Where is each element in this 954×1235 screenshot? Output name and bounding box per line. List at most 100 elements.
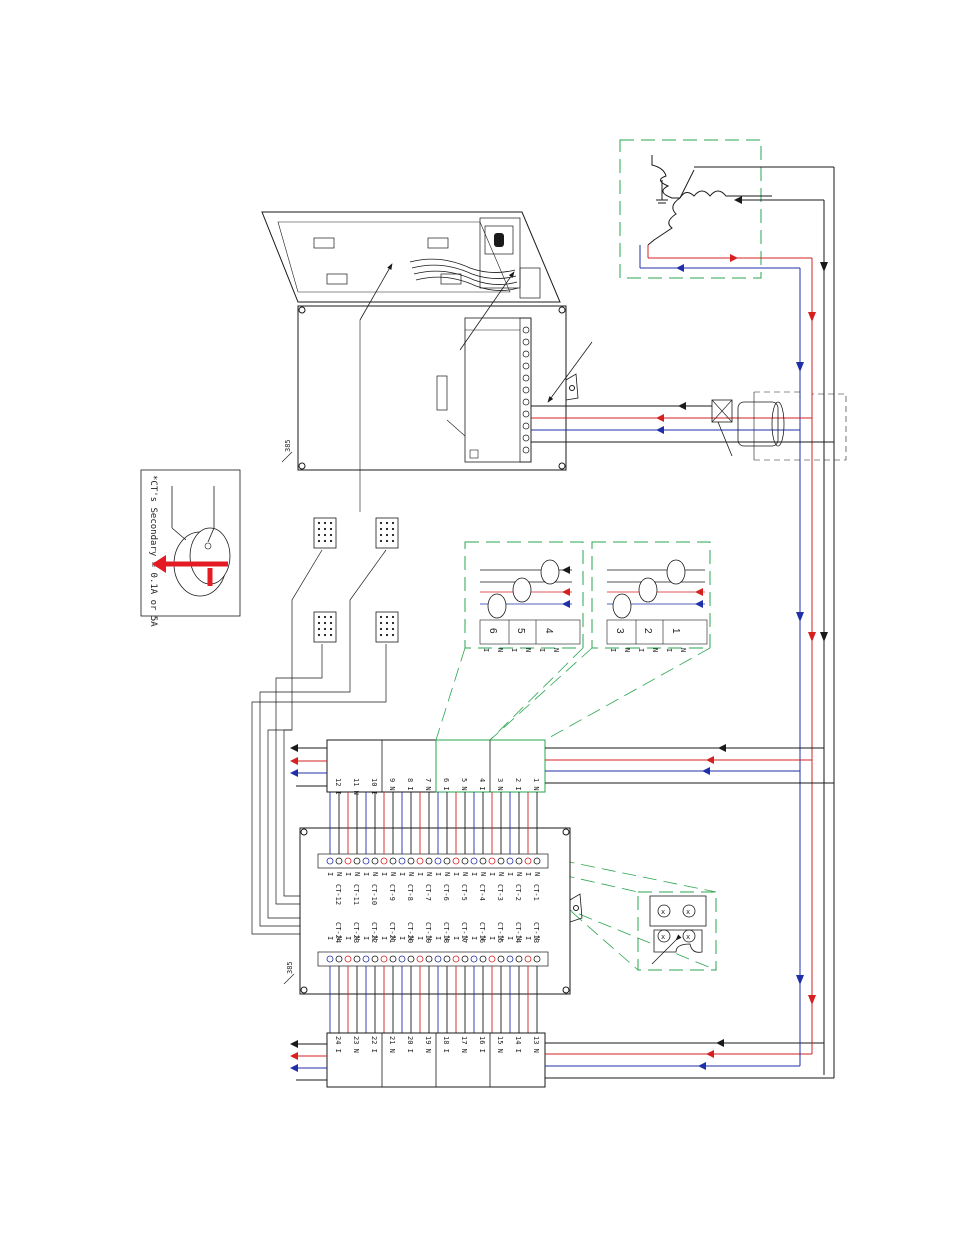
screw-terminal: [522, 410, 530, 418]
screw-terminal: [522, 362, 530, 370]
connector-pin: [385, 615, 389, 619]
board-ct-label: CT-13: [532, 922, 540, 943]
board-screw: [353, 857, 361, 865]
board-ct-label: CT-16: [478, 922, 486, 943]
terminal-marker: N: [407, 872, 415, 876]
svg-text:x: x: [686, 908, 690, 916]
terminal-marker: I: [416, 936, 424, 940]
board-ct-label: CT-20: [406, 922, 414, 943]
ct-terminal-label: N: [552, 648, 560, 652]
terminal-marker: N: [533, 872, 541, 876]
board-screw: [515, 955, 523, 963]
block-terminal-label: 15 N: [496, 1036, 504, 1053]
connector-pin: [317, 539, 321, 543]
terminal-marker: I: [524, 872, 532, 876]
ct-terminal-label: I: [538, 648, 546, 652]
connector-detail: x x x x: [637, 891, 717, 971]
terminal-marker: I: [488, 936, 496, 940]
svg-text:x: x: [661, 933, 665, 941]
terminal-marker: I: [326, 872, 334, 876]
block-terminal-label: 9 N: [388, 778, 396, 791]
board-screw: [461, 857, 469, 865]
ct-note-box: *CT's Secondary = 0.1A or 5A: [140, 469, 241, 627]
connector-pin: [391, 633, 395, 637]
connector-pin: [329, 627, 333, 631]
block-terminal-label: 19 N: [424, 1036, 432, 1053]
board-ct-label: CT-10: [370, 884, 378, 905]
board-screw: [488, 955, 496, 963]
terminal-marker: N: [479, 936, 487, 940]
terminal-board-label: 385: [286, 961, 294, 974]
board-screw: [398, 955, 406, 963]
board-screw: [461, 955, 469, 963]
board-screw: [389, 955, 397, 963]
board-screw: [326, 857, 334, 865]
connector-pin: [385, 527, 389, 531]
connector-pin: [323, 633, 327, 637]
ribbon-connectors: [251, 517, 399, 935]
board-screw: [479, 857, 487, 865]
terminal-marker: N: [425, 872, 433, 876]
block-terminal-label: 22 I: [370, 1036, 378, 1053]
terminal-marker: I: [452, 872, 460, 876]
connector-pin: [391, 521, 395, 525]
connector-pin: [317, 527, 321, 531]
screw-terminal: [522, 326, 530, 334]
block-terminal-label: 7 N: [424, 778, 432, 791]
terminal-marker: N: [353, 872, 361, 876]
connector-pin: [379, 533, 383, 537]
board-screw: [326, 955, 334, 963]
board-screw: [371, 955, 379, 963]
board-ct-label: CT-1: [532, 884, 540, 901]
board-screw: [506, 857, 514, 865]
board-screw: [362, 857, 370, 865]
block-terminal-label: 4 I: [478, 778, 486, 791]
connector-pin: [379, 539, 383, 543]
terminal-marker: N: [533, 936, 541, 940]
board-screw: [380, 857, 388, 865]
connector-pin: [391, 527, 395, 531]
board-screw: [497, 955, 505, 963]
board-screw: [443, 955, 451, 963]
terminal-marker: I: [452, 936, 460, 940]
connector-pin: [317, 521, 321, 525]
terminal-marker: N: [461, 936, 469, 940]
board-ct-label: CT-11: [352, 884, 360, 905]
terminal-marker: N: [461, 872, 469, 876]
terminal-marker: N: [353, 936, 361, 940]
board-screw: [389, 857, 397, 865]
board-ct-label: CT-9: [388, 884, 396, 901]
terminal-marker: I: [380, 936, 388, 940]
terminal-marker: I: [416, 872, 424, 876]
board-ct-label: CT-17: [460, 922, 468, 943]
terminal-marker: N: [335, 872, 343, 876]
block-terminal-label: 18 I: [442, 1036, 450, 1053]
board-screw: [380, 955, 388, 963]
terminal-marker: N: [515, 936, 523, 940]
terminal-marker: I: [434, 936, 442, 940]
board-screw: [506, 955, 514, 963]
terminal-marker: N: [497, 872, 505, 876]
board-screw: [353, 955, 361, 963]
block-terminal-label: 17 N: [460, 1036, 468, 1053]
terminal-marker: I: [524, 936, 532, 940]
connector-pin: [391, 539, 395, 543]
screw-terminal: [522, 434, 530, 442]
terminal-marker: N: [371, 936, 379, 940]
board-ct-label: CT-8: [406, 884, 414, 901]
board-ct-label: CT-3: [496, 884, 504, 901]
connector-pin: [391, 533, 395, 537]
connector-pin: [379, 521, 383, 525]
board-ct-label: CT-19: [424, 922, 432, 943]
board-ct-label: CT-18: [442, 922, 450, 943]
board-screw: [533, 857, 541, 865]
connector-pin: [329, 633, 333, 637]
board-screw: [452, 857, 460, 865]
ct-terminal-label: I: [510, 648, 518, 652]
board-screw: [407, 955, 415, 963]
ct-secondary-note: *CT's Secondary = 0.1A or 5A: [148, 475, 158, 627]
board-ct-label: CT-24: [334, 922, 342, 943]
board-ct-label: CT-7: [424, 884, 432, 901]
